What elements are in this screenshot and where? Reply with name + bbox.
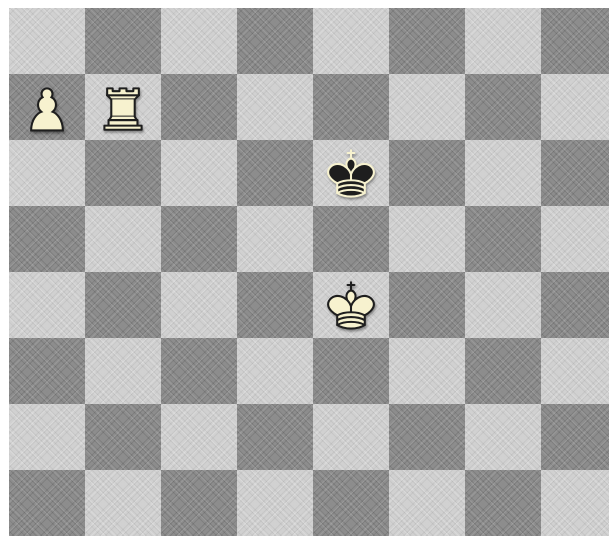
- square-g1[interactable]: [465, 470, 541, 536]
- square-c7[interactable]: [161, 74, 237, 140]
- square-g4[interactable]: [465, 272, 541, 338]
- square-d8[interactable]: [237, 8, 313, 74]
- square-b1[interactable]: [85, 470, 161, 536]
- square-d3[interactable]: [237, 338, 313, 404]
- square-h8[interactable]: [541, 8, 609, 74]
- square-a6[interactable]: [9, 140, 85, 206]
- square-f2[interactable]: [389, 404, 465, 470]
- square-a8[interactable]: [9, 8, 85, 74]
- square-e4[interactable]: [313, 272, 389, 338]
- square-d2[interactable]: [237, 404, 313, 470]
- square-h5[interactable]: [541, 206, 609, 272]
- square-f5[interactable]: [389, 206, 465, 272]
- square-g7[interactable]: [465, 74, 541, 140]
- square-b3[interactable]: [85, 338, 161, 404]
- white-rook-icon[interactable]: [92, 76, 154, 138]
- square-e1[interactable]: [313, 470, 389, 536]
- square-f7[interactable]: [389, 74, 465, 140]
- square-d4[interactable]: [237, 272, 313, 338]
- white-pawn-icon[interactable]: [16, 76, 78, 138]
- white-king-icon[interactable]: [320, 274, 382, 336]
- square-b4[interactable]: [85, 272, 161, 338]
- square-d5[interactable]: [237, 206, 313, 272]
- square-e6[interactable]: [313, 140, 389, 206]
- square-c5[interactable]: [161, 206, 237, 272]
- square-c4[interactable]: [161, 272, 237, 338]
- square-e2[interactable]: [313, 404, 389, 470]
- square-g8[interactable]: [465, 8, 541, 74]
- square-h7[interactable]: [541, 74, 609, 140]
- square-f4[interactable]: [389, 272, 465, 338]
- square-f3[interactable]: [389, 338, 465, 404]
- square-g3[interactable]: [465, 338, 541, 404]
- black-king-icon[interactable]: [320, 142, 382, 204]
- square-a4[interactable]: [9, 272, 85, 338]
- chess-board: [9, 8, 609, 536]
- square-c8[interactable]: [161, 8, 237, 74]
- square-f1[interactable]: [389, 470, 465, 536]
- square-b2[interactable]: [85, 404, 161, 470]
- square-a7[interactable]: [9, 74, 85, 140]
- square-d1[interactable]: [237, 470, 313, 536]
- square-a1[interactable]: [9, 470, 85, 536]
- square-b5[interactable]: [85, 206, 161, 272]
- square-g6[interactable]: [465, 140, 541, 206]
- square-a3[interactable]: [9, 338, 85, 404]
- square-c1[interactable]: [161, 470, 237, 536]
- square-f6[interactable]: [389, 140, 465, 206]
- square-e7[interactable]: [313, 74, 389, 140]
- square-h1[interactable]: [541, 470, 609, 536]
- square-g2[interactable]: [465, 404, 541, 470]
- square-h4[interactable]: [541, 272, 609, 338]
- square-e5[interactable]: [313, 206, 389, 272]
- square-c6[interactable]: [161, 140, 237, 206]
- square-a2[interactable]: [9, 404, 85, 470]
- square-h2[interactable]: [541, 404, 609, 470]
- square-a5[interactable]: [9, 206, 85, 272]
- square-f8[interactable]: [389, 8, 465, 74]
- square-b8[interactable]: [85, 8, 161, 74]
- square-b7[interactable]: [85, 74, 161, 140]
- square-e3[interactable]: [313, 338, 389, 404]
- square-h6[interactable]: [541, 140, 609, 206]
- square-b6[interactable]: [85, 140, 161, 206]
- square-e8[interactable]: [313, 8, 389, 74]
- square-d6[interactable]: [237, 140, 313, 206]
- square-g5[interactable]: [465, 206, 541, 272]
- square-h3[interactable]: [541, 338, 609, 404]
- square-c3[interactable]: [161, 338, 237, 404]
- square-d7[interactable]: [237, 74, 313, 140]
- square-c2[interactable]: [161, 404, 237, 470]
